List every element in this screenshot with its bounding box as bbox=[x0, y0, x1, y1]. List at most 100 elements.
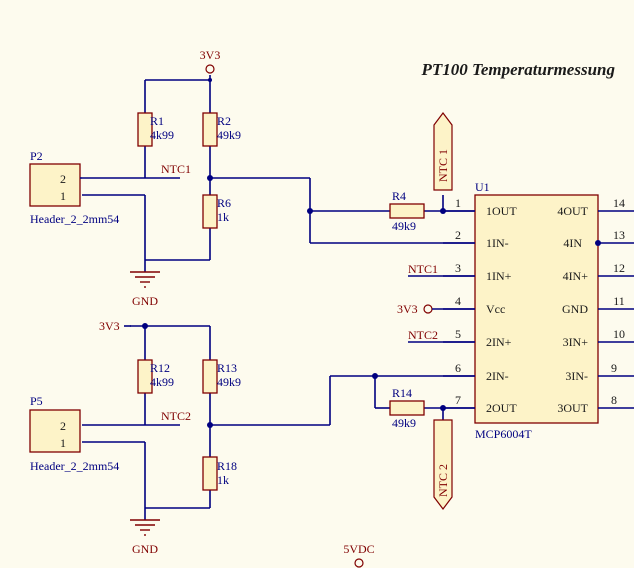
junction bbox=[372, 373, 378, 379]
resistor-r2: R2 49k9 bbox=[202, 112, 241, 147]
pin-name: Vcc bbox=[486, 302, 505, 316]
connector-designator: P2 bbox=[30, 149, 43, 163]
pin-number: 9 bbox=[611, 361, 617, 375]
pin-number: 6 bbox=[455, 361, 461, 375]
connector-pin: 1 bbox=[60, 436, 66, 450]
ic-designator: U1 bbox=[475, 180, 490, 194]
power-5vdc: 5VDC bbox=[343, 542, 375, 568]
power-port-icon bbox=[205, 64, 215, 74]
pin-number: 2 bbox=[455, 228, 461, 242]
resistor-r18: R18 1k bbox=[202, 456, 237, 491]
port-label: NTC 2 bbox=[436, 464, 450, 497]
power-label: 5VDC bbox=[343, 542, 374, 556]
pin-name: 4IN+ bbox=[563, 269, 589, 283]
net-ntc2-u1: NTC2 bbox=[408, 328, 475, 343]
pin-name: 1OUT bbox=[486, 204, 517, 218]
resistor-r4: R4 49k9 bbox=[389, 189, 425, 233]
resistor-value: 49k9 bbox=[217, 375, 241, 389]
pin-name: 1IN- bbox=[486, 236, 509, 250]
pin-name: 2IN+ bbox=[486, 335, 512, 349]
pin-name: 4IN bbox=[563, 236, 582, 250]
resistor-value: 4k99 bbox=[150, 128, 174, 142]
resistor-icon bbox=[137, 359, 153, 394]
resistor-designator: R13 bbox=[217, 361, 237, 375]
power-label: 3V3 bbox=[200, 48, 221, 62]
junction bbox=[595, 240, 601, 246]
resistor-value: 1k bbox=[217, 473, 229, 487]
power-3v3-mid: 3V3 bbox=[99, 319, 131, 333]
pin-number: 7 bbox=[455, 393, 461, 407]
resistor-value: 49k9 bbox=[392, 416, 416, 430]
pin-name: 4OUT bbox=[557, 204, 588, 218]
connector-pin: 1 bbox=[60, 189, 66, 203]
resistor-icon bbox=[202, 112, 218, 147]
net-label: NTC1 bbox=[408, 262, 438, 276]
connector-pin: 2 bbox=[60, 172, 66, 186]
power-3v3-top: 3V3 bbox=[200, 48, 221, 74]
power-port-icon bbox=[354, 558, 364, 568]
connector-p5: P5 2 1 Header_2_2mm54 bbox=[29, 394, 119, 473]
pin-number: 8 bbox=[611, 393, 617, 407]
pin-number: 14 bbox=[613, 196, 625, 210]
pin-number: 13 bbox=[613, 228, 625, 242]
resistor-value: 1k bbox=[217, 210, 229, 224]
resistor-designator: R14 bbox=[392, 386, 412, 400]
resistor-r1: R1 4k99 bbox=[137, 112, 174, 147]
net-label: NTC1 bbox=[161, 162, 191, 176]
port-ntc1: NTC 1 bbox=[433, 112, 453, 191]
port-flag-icon bbox=[433, 112, 453, 191]
resistor-icon bbox=[389, 203, 425, 219]
pin-number: 10 bbox=[613, 327, 625, 341]
connector-footprint: Header_2_2mm54 bbox=[30, 459, 119, 473]
port-label: NTC 1 bbox=[436, 149, 450, 182]
connector-pin: 2 bbox=[60, 419, 66, 433]
pin-name: 3OUT bbox=[557, 401, 588, 415]
pin-number: 1 bbox=[455, 196, 461, 210]
gnd-label: GND bbox=[132, 542, 158, 556]
net-ntc1-u1: NTC1 bbox=[408, 262, 475, 277]
resistor-r14: R14 49k9 bbox=[389, 386, 425, 430]
junction bbox=[307, 208, 313, 214]
ic-body-icon bbox=[474, 194, 599, 424]
gnd-symbol-1: GND bbox=[130, 271, 160, 308]
ic-part-number: MCP6004T bbox=[475, 427, 532, 441]
pin-name: 3IN- bbox=[565, 369, 588, 383]
gnd-label: GND bbox=[132, 294, 158, 308]
bottom-wires bbox=[82, 325, 475, 520]
pin-number: 11 bbox=[613, 294, 625, 308]
resistor-designator: R2 bbox=[217, 114, 231, 128]
power-port-icon bbox=[423, 304, 433, 314]
port-flag-icon bbox=[433, 419, 453, 510]
connector-p2: P2 2 1 Header_2_2mm54 bbox=[29, 149, 119, 226]
resistor-icon bbox=[202, 456, 218, 491]
header-icon bbox=[29, 163, 81, 207]
resistor-r13: R13 49k9 bbox=[202, 359, 241, 394]
resistor-value: 4k99 bbox=[150, 375, 174, 389]
top-wires bbox=[82, 75, 475, 272]
gnd-symbol-2: GND bbox=[130, 519, 160, 556]
header-icon bbox=[29, 409, 81, 453]
resistor-r6: R6 1k bbox=[202, 194, 231, 229]
pin-number: 3 bbox=[455, 261, 461, 275]
pin-number: 5 bbox=[455, 327, 461, 341]
pin-name: 2IN- bbox=[486, 369, 509, 383]
resistor-designator: R4 bbox=[392, 189, 406, 203]
resistor-icon bbox=[202, 194, 218, 229]
resistor-designator: R12 bbox=[150, 361, 170, 375]
resistor-designator: R6 bbox=[217, 196, 231, 210]
junction bbox=[207, 175, 213, 181]
resistor-icon bbox=[389, 400, 425, 416]
resistor-r12: R12 4k99 bbox=[137, 359, 174, 394]
ic-u1: U1 MCP6004T 1 2 3 4 5 6 7 1OUT 1IN- 1IN+… bbox=[443, 180, 634, 441]
pin-number: 4 bbox=[455, 294, 461, 308]
net-label: NTC2 bbox=[161, 409, 191, 423]
resistor-icon bbox=[137, 112, 153, 147]
resistor-value: 49k9 bbox=[392, 219, 416, 233]
resistor-icon bbox=[202, 359, 218, 394]
connector-footprint: Header_2_2mm54 bbox=[30, 212, 119, 226]
pin-name: GND bbox=[562, 302, 588, 316]
connector-designator: P5 bbox=[30, 394, 43, 408]
resistor-designator: R1 bbox=[150, 114, 164, 128]
junction bbox=[142, 323, 148, 329]
